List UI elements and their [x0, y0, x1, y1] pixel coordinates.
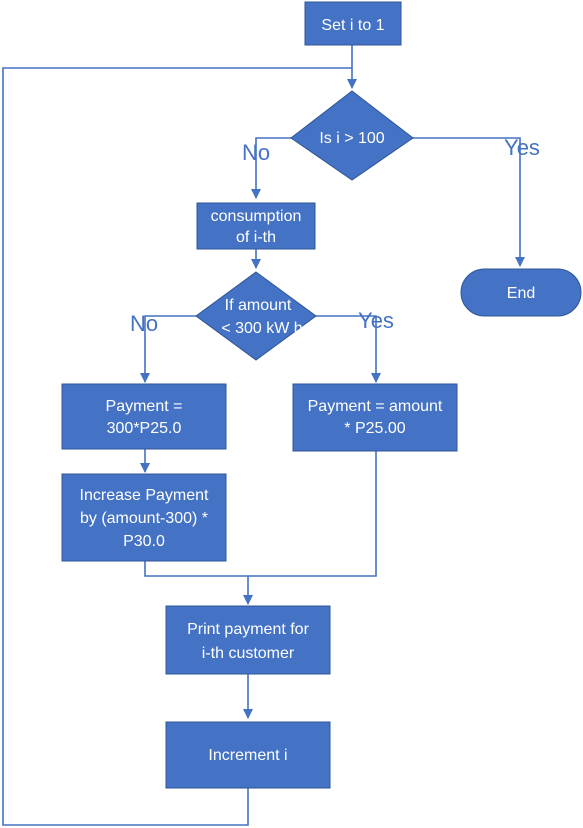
edge-check-amount-yes: [316, 315, 381, 383]
node-print-payment: Print payment for i-th customer: [165, 605, 331, 675]
node-payment-base-line-1: Payment =: [106, 398, 183, 415]
node-increase-payment: Increase Payment by (amount-300) * P30.0: [61, 473, 227, 562]
branch-label-check-amount-yes: Yes: [358, 308, 394, 333]
edge-check-amount-no: [140, 315, 196, 383]
branch-label-check-i-no: No: [242, 140, 270, 165]
node-print-payment-line-1: Print payment for: [187, 621, 310, 638]
node-increase-payment-line-1: Increase Payment: [80, 487, 210, 504]
node-check-i: Is i > 100: [290, 90, 414, 181]
edge-check-i-no: [251, 137, 292, 199]
node-increase-payment-line-3: P30.0: [123, 533, 165, 550]
branch-label-check-i-yes: Yes: [504, 135, 540, 160]
node-consumption: consumption of i-th: [196, 202, 316, 250]
node-check-amount: If amount < 300 kW h: [195, 271, 317, 361]
node-check-amount-line-2: < 300 kW h: [221, 320, 302, 337]
node-end-label: End: [507, 285, 535, 302]
node-payment-base: Payment = 300*P25.0: [61, 383, 227, 450]
edge-check-i-yes: [412, 137, 525, 267]
node-consumption-line-1: consumption: [211, 208, 302, 225]
node-check-i-label: Is i > 100: [319, 130, 384, 147]
node-start: Set i to 1: [304, 1, 402, 46]
node-increase-payment-line-2: by (amount-300) *: [80, 510, 208, 527]
edges: [2, 45, 525, 826]
node-check-amount-line-1: If amount: [225, 297, 292, 314]
node-end: End: [460, 268, 582, 317]
node-payment-full: Payment = amount * P25.00: [292, 383, 458, 452]
node-payment-full-line-1: Payment = amount: [308, 398, 443, 415]
node-consumption-line-2: of i-th: [236, 229, 276, 246]
node-payment-full-line-2: * P25.00: [344, 420, 405, 437]
node-payment-base-line-2: 300*P25.0: [107, 420, 182, 437]
node-increment: Increment i: [165, 721, 331, 789]
edge-loop-back: [2, 67, 352, 826]
branch-label-check-amount-no: No: [130, 311, 158, 336]
edge-payment-full-to-merge: [248, 451, 377, 577]
node-increment-label: Increment i: [208, 747, 287, 764]
edge-increase-to-merge: [144, 561, 253, 605]
node-start-label: Set i to 1: [321, 17, 384, 34]
node-print-payment-line-2: i-th customer: [202, 645, 295, 662]
